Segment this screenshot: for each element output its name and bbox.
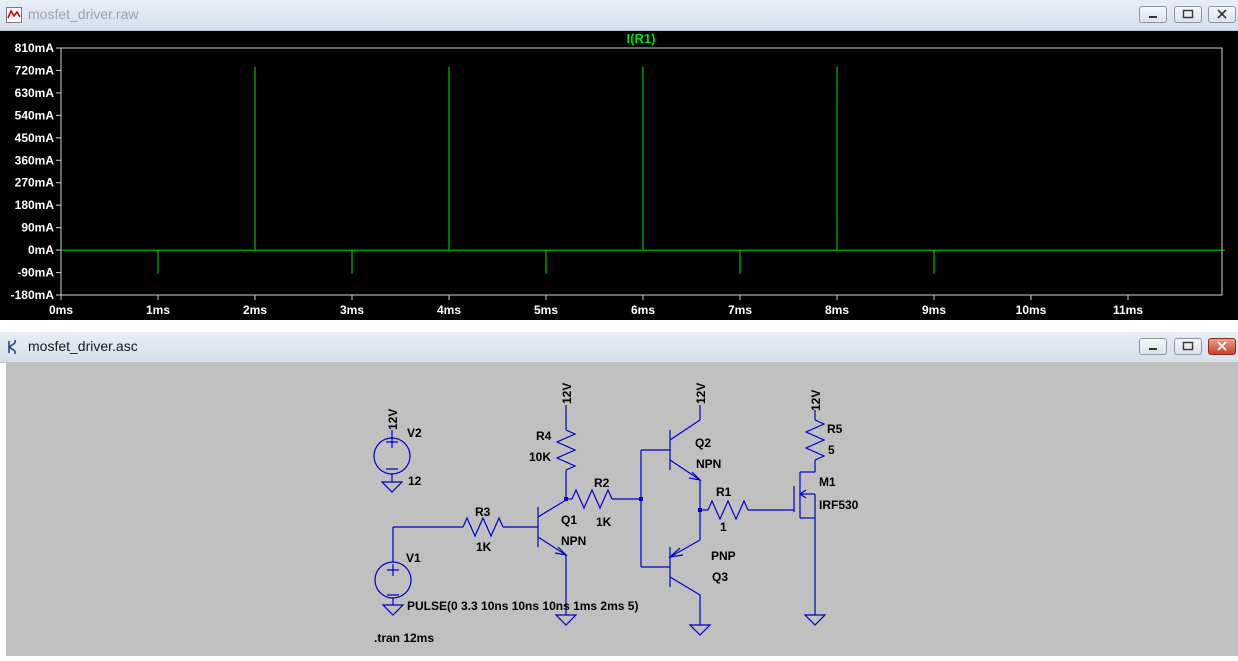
- minimize-button[interactable]: [1139, 338, 1167, 355]
- m1-mosfet[interactable]: [793, 471, 827, 626]
- y-tick-label: 450mA: [15, 131, 55, 145]
- close-icon: [1217, 341, 1227, 351]
- r5-resistor[interactable]: [804, 410, 826, 472]
- restore-button[interactable]: [1174, 338, 1202, 355]
- waveform-window-title: mosfet_driver.raw: [28, 6, 139, 22]
- x-tick-label: 1ms: [146, 303, 170, 317]
- x-tick-label: 10ms: [1016, 303, 1047, 317]
- x-tick-label: 9ms: [922, 303, 946, 317]
- r4-net-label[interactable]: 12V: [560, 383, 574, 404]
- x-tick-label: 6ms: [631, 303, 655, 317]
- schematic-app-icon: [8, 340, 16, 354]
- y-tick-label: 360mA: [15, 153, 55, 167]
- v2-source[interactable]: [373, 430, 411, 493]
- v2-name[interactable]: V2: [407, 426, 422, 440]
- r5-net-label[interactable]: 12V: [809, 390, 823, 411]
- close-icon: [1217, 9, 1227, 19]
- close-button[interactable]: [1208, 338, 1236, 355]
- y-tick-label: 180mA: [15, 198, 55, 212]
- tran-directive[interactable]: .tran 12ms: [374, 631, 434, 645]
- restore-icon: [1182, 9, 1194, 19]
- y-tick-label: 270mA: [15, 176, 55, 190]
- r4-name[interactable]: R4: [536, 429, 552, 443]
- r3-name[interactable]: R3: [475, 505, 491, 519]
- v2-net-label[interactable]: 12V: [386, 409, 400, 430]
- junction-dots: [564, 497, 702, 512]
- q2-type[interactable]: NPN: [696, 457, 721, 471]
- r2-resistor[interactable]: [566, 488, 641, 510]
- y-tick-label: -90mA: [17, 266, 54, 280]
- waveform-chart[interactable]: I(R1) 810mA 720mA 630mA 540mA 450mA 360mA 270m…: [0, 31, 1238, 320]
- schematic-window-title: mosfet_driver.asc: [28, 338, 138, 354]
- r1-name[interactable]: R1: [716, 485, 732, 499]
- x-tick-label: 11ms: [1113, 303, 1143, 317]
- r2-value[interactable]: 1K: [596, 515, 612, 529]
- q3-name[interactable]: Q3: [712, 570, 728, 584]
- v1-value[interactable]: PULSE(0 3.3 10ns 10ns 10ns 1ms 2ms 5): [407, 599, 638, 613]
- y-tick-label: 0mA: [28, 243, 54, 257]
- q2-q3-pushpull[interactable]: [640, 405, 712, 636]
- schematic-titlebar[interactable]: mosfet_driver.asc: [0, 332, 1238, 363]
- x-tick-label: 5ms: [534, 303, 558, 317]
- v1-source[interactable]: [374, 527, 412, 616]
- v2-value[interactable]: 12: [408, 474, 422, 488]
- waveform-plot[interactable]: I(R1) 810mA 720mA 630mA 540mA 450mA 360mA 270m…: [0, 31, 1238, 320]
- y-tick-label: -180mA: [11, 288, 55, 302]
- m1-name[interactable]: M1: [819, 475, 836, 489]
- schematic-drawing[interactable]: 12V V2 12 12V R4 10K R2 1K R3 1K Q1 NPN …: [6, 362, 1238, 656]
- waveform-app-icon: [6, 7, 22, 23]
- r1-value[interactable]: 1: [720, 520, 727, 534]
- x-tick-label: 7ms: [728, 303, 752, 317]
- q1-type[interactable]: NPN: [561, 534, 586, 548]
- y-tick-label: 720mA: [15, 63, 55, 77]
- minimize-button[interactable]: [1139, 6, 1167, 23]
- y-tick-label: 630mA: [15, 86, 55, 100]
- x-tick-label: 0ms: [49, 303, 73, 317]
- close-button[interactable]: [1208, 6, 1236, 23]
- r5-name[interactable]: R5: [827, 422, 843, 436]
- y-tick-label: 90mA: [21, 221, 54, 235]
- trace-label[interactable]: I(R1): [627, 31, 656, 46]
- q3-type[interactable]: PNP: [711, 549, 736, 563]
- q2-name[interactable]: Q2: [695, 436, 711, 450]
- q2-net-label[interactable]: 12V: [694, 383, 708, 404]
- waveform-titlebar[interactable]: mosfet_driver.raw: [0, 0, 1238, 31]
- r3-value[interactable]: 1K: [476, 540, 492, 554]
- x-tick-label: 3ms: [340, 303, 364, 317]
- y-tick-label: 810mA: [15, 41, 55, 55]
- v1-name[interactable]: V1: [406, 551, 421, 565]
- window-gap: [0, 320, 1238, 332]
- r5-value[interactable]: 5: [828, 443, 835, 457]
- trace-i-r1[interactable]: [61, 66, 1225, 274]
- q1-name[interactable]: Q1: [561, 513, 577, 527]
- x-tick-label: 8ms: [825, 303, 849, 317]
- r4-value[interactable]: 10K: [529, 450, 551, 464]
- r1-resistor[interactable]: [700, 499, 794, 521]
- restore-icon: [1182, 341, 1194, 351]
- q1-transistor[interactable]: [503, 499, 578, 626]
- y-tick-label: 540mA: [15, 108, 55, 122]
- plot-frame: [60, 47, 1223, 296]
- r3-resistor[interactable]: [393, 516, 504, 538]
- x-tick-label: 2ms: [243, 303, 267, 317]
- m1-value[interactable]: IRF530: [819, 498, 859, 512]
- minimize-icon: [1149, 348, 1157, 350]
- waveform-window: mosfet_driver.raw I(R1) 810mA 720mA 630mA 5…: [0, 0, 1238, 320]
- x-tick-label: 4ms: [437, 303, 461, 317]
- minimize-icon: [1149, 16, 1157, 18]
- restore-button[interactable]: [1174, 6, 1202, 23]
- schematic-canvas[interactable]: 12V V2 12 12V R4 10K R2 1K R3 1K Q1 NPN …: [6, 362, 1238, 656]
- r4-resistor[interactable]: [555, 405, 577, 500]
- r2-name[interactable]: R2: [594, 476, 610, 490]
